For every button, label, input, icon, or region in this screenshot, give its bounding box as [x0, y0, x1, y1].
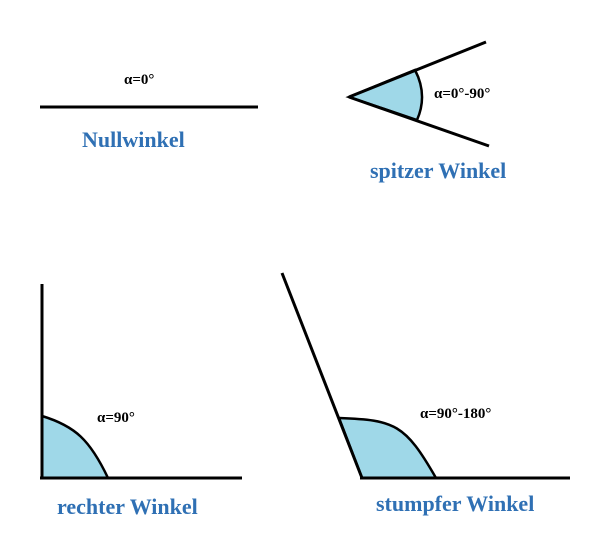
zero-angle-title: Nullwinkel [82, 127, 185, 152]
acute-angle-arc-fill [345, 68, 424, 122]
acute-angle-upper-ray [348, 40, 487, 99]
right-angle-figure: α=90° rechter Winkel [40, 284, 242, 519]
acute-angle-value-label: α=0°-90° [434, 86, 490, 102]
acute-angle-lower-ray [348, 95, 490, 148]
acute-angle-title: spitzer Winkel [370, 158, 506, 183]
right-angle-arc-fill [40, 414, 110, 480]
obtuse-angle-figure: α=90°-180° stumpfer Winkel [280, 272, 570, 516]
right-angle-title: rechter Winkel [57, 494, 198, 519]
obtuse-angle-arc-fill [337, 416, 439, 480]
zero-angle-figure: α=0° Nullwinkel [40, 72, 258, 152]
acute-angle-figure: α=0°-90° spitzer Winkel [345, 40, 506, 183]
zero-angle-value-label: α=0° [124, 72, 154, 88]
obtuse-angle-slanted-ray [280, 272, 364, 479]
obtuse-angle-title: stumpfer Winkel [376, 491, 534, 516]
right-angle-value-label: α=90° [97, 410, 135, 426]
obtuse-angle-value-label: α=90°-180° [420, 406, 491, 422]
